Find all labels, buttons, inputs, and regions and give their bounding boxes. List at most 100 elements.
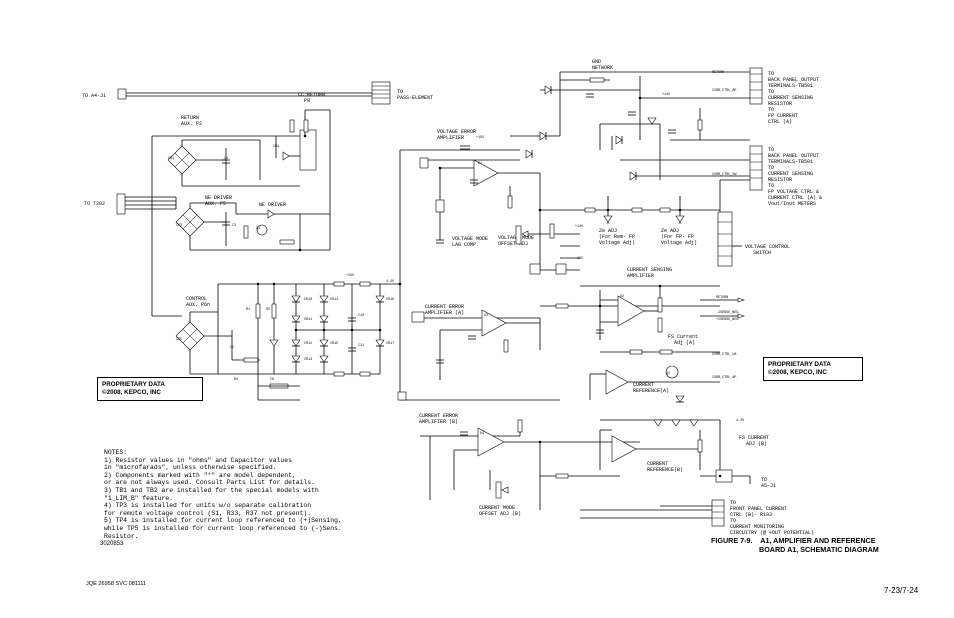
label-cr4: CR4 — [273, 145, 279, 149]
label-current-sensing-1: CURRENT SENSING — [627, 267, 672, 273]
svg-text:TO: TO — [730, 500, 736, 506]
label-q2: Q2 — [666, 372, 670, 376]
label-vmode-offset-2: OFFSET ADJ — [498, 241, 528, 247]
label-cr10: CR10 — [304, 298, 312, 302]
label-v15-b: +15V — [476, 136, 485, 140]
label-sig-curr-ctrl-ap-b: CURR_CTRL_AP — [712, 376, 736, 380]
voltage-offset-pot — [515, 223, 580, 259]
label-to: TO — [397, 89, 403, 95]
svg-text:FP CURRENT: FP CURRENT — [768, 113, 798, 119]
current-reference-b — [599, 419, 751, 484]
label-r4: R4 — [234, 378, 238, 382]
proprietary-box-left: PROPRIETARY DATA ©2008, KEPCO, INC — [97, 377, 203, 401]
svg-text:CTRL (A): CTRL (A) — [768, 119, 792, 125]
label-return: RETURN — [181, 115, 199, 121]
label-cr12: CR12 — [304, 342, 312, 346]
label-sig-curr-ctrl-sw: CURR_CTRL_SW — [712, 173, 737, 177]
label-pass-element: PASS-ELEMENT — [397, 95, 433, 101]
label-u1: U1 — [478, 162, 482, 166]
return-aux-block — [151, 109, 330, 197]
label-gnd: GND — [592, 59, 601, 65]
svg-text:BACK PANEL OUTPUT: BACK PANEL OUTPUT — [768, 77, 819, 83]
connector-pass-element — [371, 81, 391, 105]
label-to-a5-2: A5-J1 — [761, 483, 776, 489]
document-number: 3020853 — [100, 541, 124, 547]
label-cr13: CR13 — [304, 358, 312, 362]
page-number: 7-23/7-24 — [884, 586, 919, 595]
label-sig-return: RETURN — [716, 296, 728, 300]
proprietary-copyright: ©2008, KEPCO, INC — [102, 389, 161, 396]
label-current-sensing-2: AMPLIFIER — [627, 273, 654, 279]
svg-text:CTRL (B)- R103: CTRL (B)- R103 — [730, 512, 772, 518]
label-fs-adj-2: (For FP- FP — [661, 234, 694, 240]
label-current-ref-b-1: CURRENT — [647, 461, 668, 467]
label-c11: C11 — [358, 344, 364, 348]
label-to-a4-j1: TO A4-J1 — [82, 93, 106, 99]
label-ne-driver-aux: NE DRIVER — [205, 195, 232, 201]
label-cr15: CR15 — [330, 342, 338, 346]
label-current-offset-1: CURRENT MODE — [479, 505, 515, 511]
proprietary-box-right: PROPRIETARY DATA ©2008, KEPCO, INC — [763, 357, 863, 381]
voltage-error-amp — [399, 131, 560, 400]
label-vn12-a: -12V — [575, 257, 584, 261]
ne-driver-block — [175, 110, 331, 251]
svg-text:TO: TO — [768, 107, 774, 113]
right-block-1: TO BACK PANEL OUTPUT TERMINALS-TB501 TO … — [768, 71, 819, 125]
svg-text:CURRENT MONITORING: CURRENT MONITORING — [730, 524, 784, 530]
svg-text:TO: TO — [768, 165, 774, 171]
label-sig-isense-neg: -ISENSE_NEG — [716, 311, 738, 315]
label-fs-current-2: Adj (A) — [674, 340, 695, 346]
label-v12-b: +12V — [662, 93, 671, 97]
label-cr17: CR17 — [386, 342, 394, 346]
label-cr11: CR11 — [304, 318, 312, 322]
label-to-t202: TO T202 — [84, 201, 105, 207]
label-vmode-lag-2: LAG COMP. — [452, 242, 479, 248]
connector-right-1 — [749, 67, 763, 105]
label-v42-b: 4.2V — [736, 419, 745, 423]
right-block-2: TO BACK PANEL OUTPUT TERMINALS-TB501 TO … — [768, 147, 822, 207]
svg-text:TO: TO — [768, 71, 774, 77]
svg-text:FRONT PANEL CURRENT: FRONT PANEL CURRENT — [730, 506, 787, 512]
label-fs-adj-1: Ze ADJ — [661, 228, 679, 234]
label-current-error-a-2: AMPLIFIER (A) — [425, 310, 464, 316]
label-vctrl-switch-2: SWITCH — [753, 250, 771, 256]
label-current-error-b-2: AMPLIFIER (B) — [419, 419, 458, 425]
current-sensing-amp — [529, 263, 745, 340]
label-r2: R2 — [266, 308, 270, 312]
notes-block: NOTES: 1) Resistor values in "ohms" and … — [104, 449, 342, 540]
label-fs-current-b-2: ADJ (B) — [746, 441, 767, 447]
label-aux-p2: AUX. P2 — [181, 121, 202, 127]
figure-caption: FIGURE 7-9. A1, AMPLIFIER AND REFERENCE … — [711, 536, 879, 554]
label-current-error-b-1: CURRENT ERROR — [419, 413, 458, 419]
label-p8: P8 — [304, 98, 310, 104]
label-current-ref-a-1: CURRENT — [633, 382, 654, 388]
label-current-ref-a-2: REFERENCE(A) — [633, 388, 669, 394]
proprietary-title: PROPRIETARY DATA — [102, 381, 165, 388]
label-sig-curr-ctrl-ap: CURR_CTRL_AP — [712, 89, 736, 93]
label-c6: C6 — [270, 378, 274, 382]
label-fs-adj-3: Voltage Adj) — [661, 240, 697, 246]
label-vctrl-switch-1: VOLTAGE CONTROL — [745, 244, 790, 250]
gnd-network — [540, 71, 750, 181]
connector-t202 — [116, 193, 176, 215]
label-ne-driver: NE DRIVER — [259, 202, 286, 208]
label-cr14: CR14 — [330, 298, 338, 302]
label-c2: C2 — [230, 346, 234, 350]
label-aux-p5: AUX. P5 — [205, 201, 226, 207]
label-zero-adj-2: (For Rem- FP — [599, 234, 635, 240]
current-error-amp-a — [411, 309, 541, 380]
right-block-3: TO FRONT PANEL CURRENT CTRL (B)- R103 TO… — [730, 500, 814, 536]
svg-text:CURRENT SENSING: CURRENT SENSING — [768, 171, 813, 177]
label-c3: C3 — [232, 224, 236, 228]
junction-dots — [256, 96, 722, 478]
svg-text:TO: TO — [768, 89, 774, 95]
label-v42-a: 4.2V — [386, 280, 395, 284]
label-vmode-lag-1: VOLTAGE MODE — [452, 236, 488, 242]
part-code: JQE 26958 SVC 081111 — [86, 581, 147, 587]
label-cc-return: CC RETURN — [298, 92, 325, 98]
svg-text:TO: TO — [768, 147, 774, 153]
label-cr16: CR16 — [386, 298, 394, 302]
label-sig-curr-ctrl-ua: CURR_CTRL_UA — [712, 353, 737, 357]
current-error-amp-b — [397, 391, 720, 511]
